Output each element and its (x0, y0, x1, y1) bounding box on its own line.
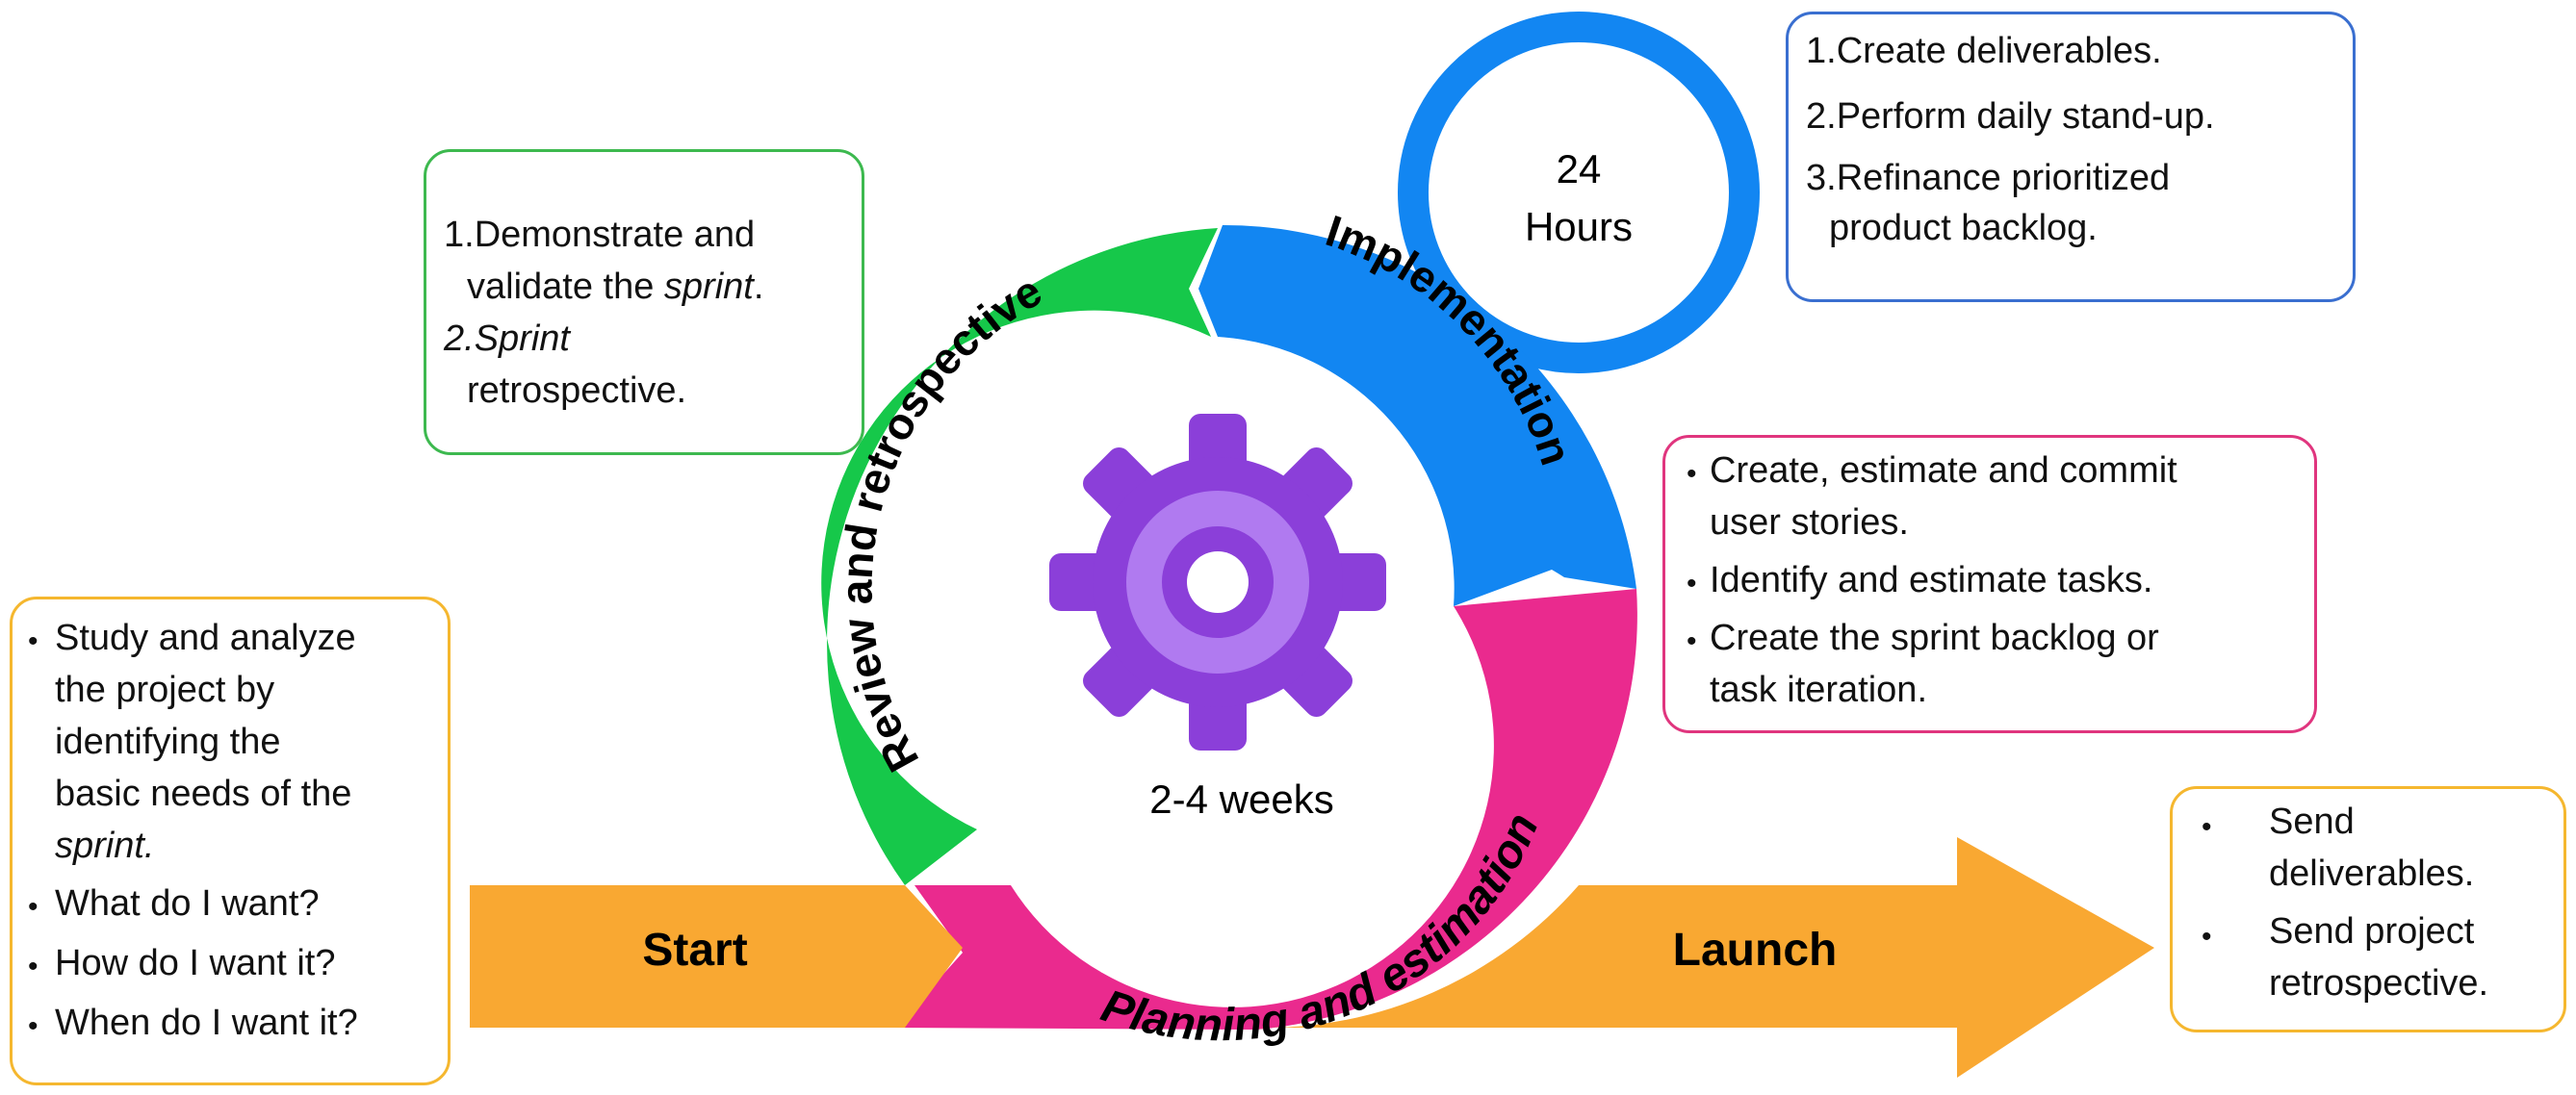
bullet-icon: • (1687, 458, 1697, 490)
duration-label: 2-4 weeks (1149, 777, 1333, 822)
implementation-segment (1198, 224, 1636, 606)
daily-hours-number: 24 (1557, 146, 1602, 191)
bullet-icon: • (2202, 921, 2212, 953)
start-item-1: Study and analyze (55, 618, 356, 658)
start-item-2: What do I want? (55, 883, 320, 924)
implementation-item-1: 1.Create deliverables. (1806, 31, 2162, 71)
start-box: • Study and analyze the project by ident… (10, 597, 451, 1085)
launch-item-1-cont: deliverables. (2269, 853, 2475, 894)
implementation-item-2: 2.Perform daily stand-up. (1806, 96, 2215, 137)
review-item-2: 2.Sprint (444, 318, 570, 359)
daily-cycle-ring (1398, 12, 1760, 373)
daily-hours-unit: Hours (1525, 204, 1633, 249)
review-item-1: 1.Demonstrate and (444, 215, 756, 255)
review-box: 1.Demonstrate and validate the sprint. 2… (424, 149, 864, 455)
start-arrow (470, 885, 963, 1028)
bullet-icon: • (28, 951, 39, 982)
planning-item-3: Create the sprint backlog or (1710, 618, 2159, 658)
implementation-box: 1.Create deliverables. 2.Perform daily s… (1786, 12, 2356, 302)
launch-arrow (1256, 837, 2154, 1078)
planning-item-1-cont: user stories. (1710, 502, 1909, 543)
start-item-1-cont: identifying the (55, 722, 281, 762)
launch-item-2: Send project (2269, 911, 2475, 952)
review-item-1-cont: validate the sprint. (467, 267, 764, 307)
planning-box: • Create, estimate and commit user stori… (1662, 435, 2317, 733)
start-item-4: When do I want it? (55, 1003, 358, 1043)
start-item-1-cont: sprint. (55, 826, 155, 866)
start-label: Start (642, 925, 747, 976)
start-item-1-cont: the project by (55, 670, 275, 710)
bullet-icon: • (1687, 568, 1697, 599)
planning-item-2: Identify and estimate tasks. (1710, 560, 2153, 600)
bullet-icon: • (2202, 811, 2212, 843)
bullet-icon: • (28, 625, 39, 657)
launch-box: • Send deliverables. • Send project retr… (2170, 786, 2566, 1032)
bullet-icon: • (28, 891, 39, 923)
review-segment (821, 228, 1218, 885)
planning-segment (895, 589, 1637, 1030)
start-item-1-cont: basic needs of the (55, 774, 352, 814)
bullet-icon: • (1687, 625, 1697, 657)
launch-item-2-cont: retrospective. (2269, 963, 2489, 1004)
review-item-2-cont: retrospective. (467, 370, 687, 411)
planning-item-1: Create, estimate and commit (1710, 450, 2177, 491)
start-item-3: How do I want it? (55, 943, 336, 983)
implementation-item-3-cont: product backlog. (1829, 208, 2098, 248)
gear-icon (1049, 414, 1386, 751)
launch-item-1: Send (2269, 802, 2355, 842)
planning-item-3-cont: task iteration. (1710, 670, 1927, 710)
implementation-item-3: 3.Refinance prioritized (1806, 158, 2171, 198)
launch-label: Launch (1673, 925, 1838, 976)
bullet-icon: • (28, 1010, 39, 1042)
